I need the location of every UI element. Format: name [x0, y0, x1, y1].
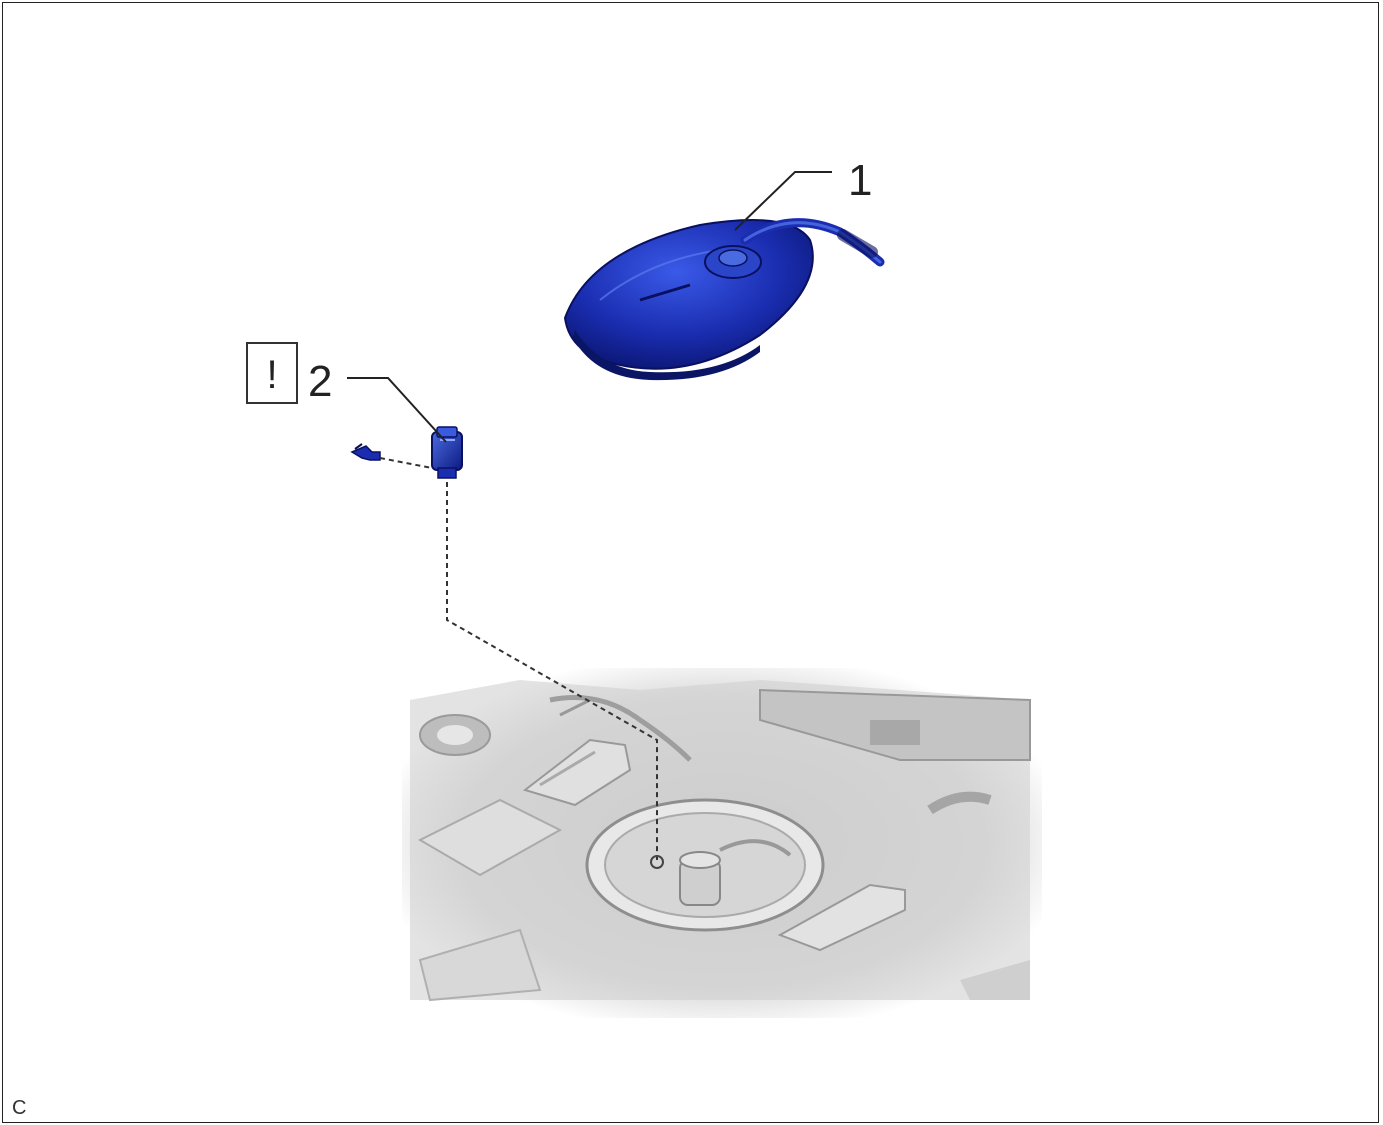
figure-corner-code: C [12, 1097, 26, 1120]
callout-2-leader [347, 378, 446, 442]
clip-part [352, 444, 380, 460]
fuel-pump-cover [565, 220, 880, 380]
warning-symbol: ! [266, 353, 277, 397]
callout-1-label: 1 [848, 156, 872, 205]
callout-2-label: 2 [308, 357, 332, 406]
fuel-sender-gauge-part [432, 427, 462, 478]
vehicle-floor-illustration [402, 668, 1042, 1018]
